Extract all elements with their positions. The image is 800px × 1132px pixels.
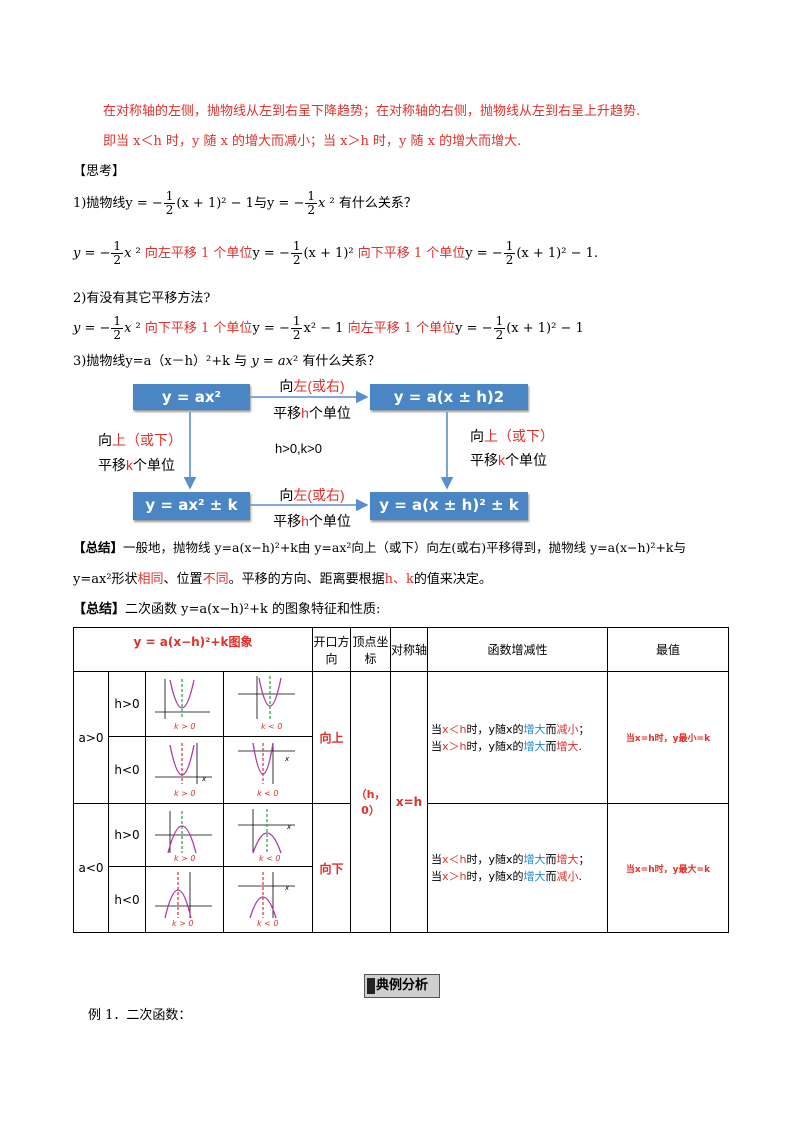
parabola-up-icon: k < 0 (238, 675, 295, 731)
right-arrow-label-2: 平移k个单位 (470, 452, 547, 468)
header-vertex: 顶点坐标 (350, 627, 391, 672)
left-arrow-label-1: 向上（或下） (98, 432, 182, 448)
k-neg-label-c: k < 0 (259, 854, 281, 863)
header-extreme: 最值 (607, 627, 729, 672)
bottom-arrow-label-1: 向左(或右) (279, 487, 345, 503)
k-pos-label-a: k > 0 (174, 722, 196, 731)
properties-table: y = a(x−h)²+k图象 开口方向 顶点坐标 对称轴 函数增减性 最值 a… (73, 627, 729, 933)
parabola-up-icon: k > 0 (154, 678, 210, 731)
parabola-down-icon: k > 0 (154, 810, 212, 863)
k-pos-label-d: k > 0 (172, 919, 194, 928)
monotonic-down: 当x＜h时，y随x的增大而增大； 当x＞h时，y随x的增大而减小. (427, 803, 608, 933)
parabola-down-icon: k > 0 (154, 872, 212, 928)
a-pos-label: a>0 (73, 671, 109, 804)
graph-up-hneg-kneg: x k < 0 (223, 736, 313, 804)
header-graph: y = a(x−h)²+k图象 (73, 627, 313, 672)
header-axis: 对称轴 (390, 627, 428, 672)
k-neg-label-a: k < 0 (261, 722, 283, 731)
svg-text:x: x (284, 755, 290, 763)
section-title: 典例分析 (364, 974, 440, 998)
top-arrow-label-2: 平移h个单位 (273, 405, 351, 421)
right-arrow-label-1: 向上（或下） (470, 428, 554, 444)
open-up: 向上 (312, 671, 351, 804)
example-1: 例 1．二次函数： (88, 1008, 192, 1023)
parabola-down-icon: x k < 0 (238, 872, 295, 928)
a-neg-label: a<0 (73, 803, 109, 933)
vertex-value: （h，0） (350, 671, 391, 933)
parabola-down-icon: x k < 0 (238, 808, 295, 863)
svg-text:x: x (201, 775, 207, 783)
intro-line-2: 即当 x＜h 时，y 随 x 的增大而减小；当 x＞h 时，y 随 x 的增大而… (103, 134, 522, 149)
box-y-a-x-h-k: y = a(x ± h)² ± k (370, 492, 528, 520)
summary-1-line-a: 【总结】一般地，抛物线 y=a(x−h)²+k由 y=ax²向上（或下）向左(或… (73, 540, 686, 555)
box-y-ax2: y = ax² (133, 384, 250, 410)
k-pos-label-b: k > 0 (174, 789, 196, 798)
k-neg-label-d: k < 0 (257, 919, 279, 928)
monotonic-up: 当x＜h时，y随x的增大而减小； 当x＞h时，y随x的增大而增大. (427, 671, 608, 804)
open-down: 向下 (312, 803, 351, 933)
h-pos-label-2: h>0 (108, 803, 146, 867)
graph-down-hpos-kneg: x k < 0 (223, 803, 313, 867)
graph-down-hpos-kpos: k > 0 (145, 803, 224, 867)
svg-text:x: x (286, 823, 292, 831)
summary-1-line-b: y=ax²形状相同、位置不同。平移的方向、距离要根据h、k的值来决定。 (73, 572, 492, 587)
box-y-ax2-k: y = ax² ± k (133, 492, 250, 520)
axis-value: x=h (390, 671, 428, 933)
graph-up-hpos-kneg: k < 0 (223, 671, 313, 737)
intro-line-1: 在对称轴的左侧，抛物线从左到右呈下降趋势；在对称轴的右侧，抛物线从左到右呈上升趋… (103, 104, 641, 119)
parabola-up-icon: x k < 0 (238, 742, 295, 798)
header-opening: 开口方向 (312, 627, 351, 672)
h-neg-label-2: h<0 (108, 866, 146, 933)
graph-up-hneg-kpos: x k > 0 (145, 736, 224, 804)
graph-down-hneg-kpos: k > 0 (145, 866, 224, 933)
svg-text:x: x (284, 884, 290, 892)
header-monotonic: 函数增减性 (427, 627, 608, 672)
extreme-down: 当x=h时，y最大=k (607, 803, 729, 933)
graph-down-hneg-kneg: x k < 0 (223, 866, 313, 933)
bottom-arrow-label-2: 平移h个单位 (273, 513, 351, 529)
question-3: 3)抛物线y=a（x－h）²+k 与 y = ax² 有什么关系？ (73, 354, 381, 369)
left-arrow-label-2: 平移k个单位 (98, 457, 175, 473)
top-arrow-label-1: 向左(或右) (279, 378, 345, 394)
flow-arrows (183, 390, 454, 512)
question-2: 2)有没有其它平移方法? (73, 291, 211, 306)
center-condition: h>0,k>0 (275, 441, 322, 456)
k-pos-label-c: k > 0 (174, 854, 196, 863)
summary-2: 【总结】二次函数 y=a(x−h)²+k 的图象特征和性质: (73, 602, 381, 617)
think-heading: 【思考】 (73, 164, 126, 179)
h-pos-label-1: h>0 (108, 671, 146, 737)
graph-up-hpos-kpos: k > 0 (145, 671, 224, 737)
extreme-up: 当x=h时，y最小=k (607, 671, 729, 804)
parabola-up-icon: x k > 0 (154, 742, 212, 798)
box-y-a-x-h: y = a(x ± h)2 (370, 384, 528, 410)
h-neg-label-1: h<0 (108, 736, 146, 804)
k-neg-label-b: k < 0 (257, 789, 279, 798)
